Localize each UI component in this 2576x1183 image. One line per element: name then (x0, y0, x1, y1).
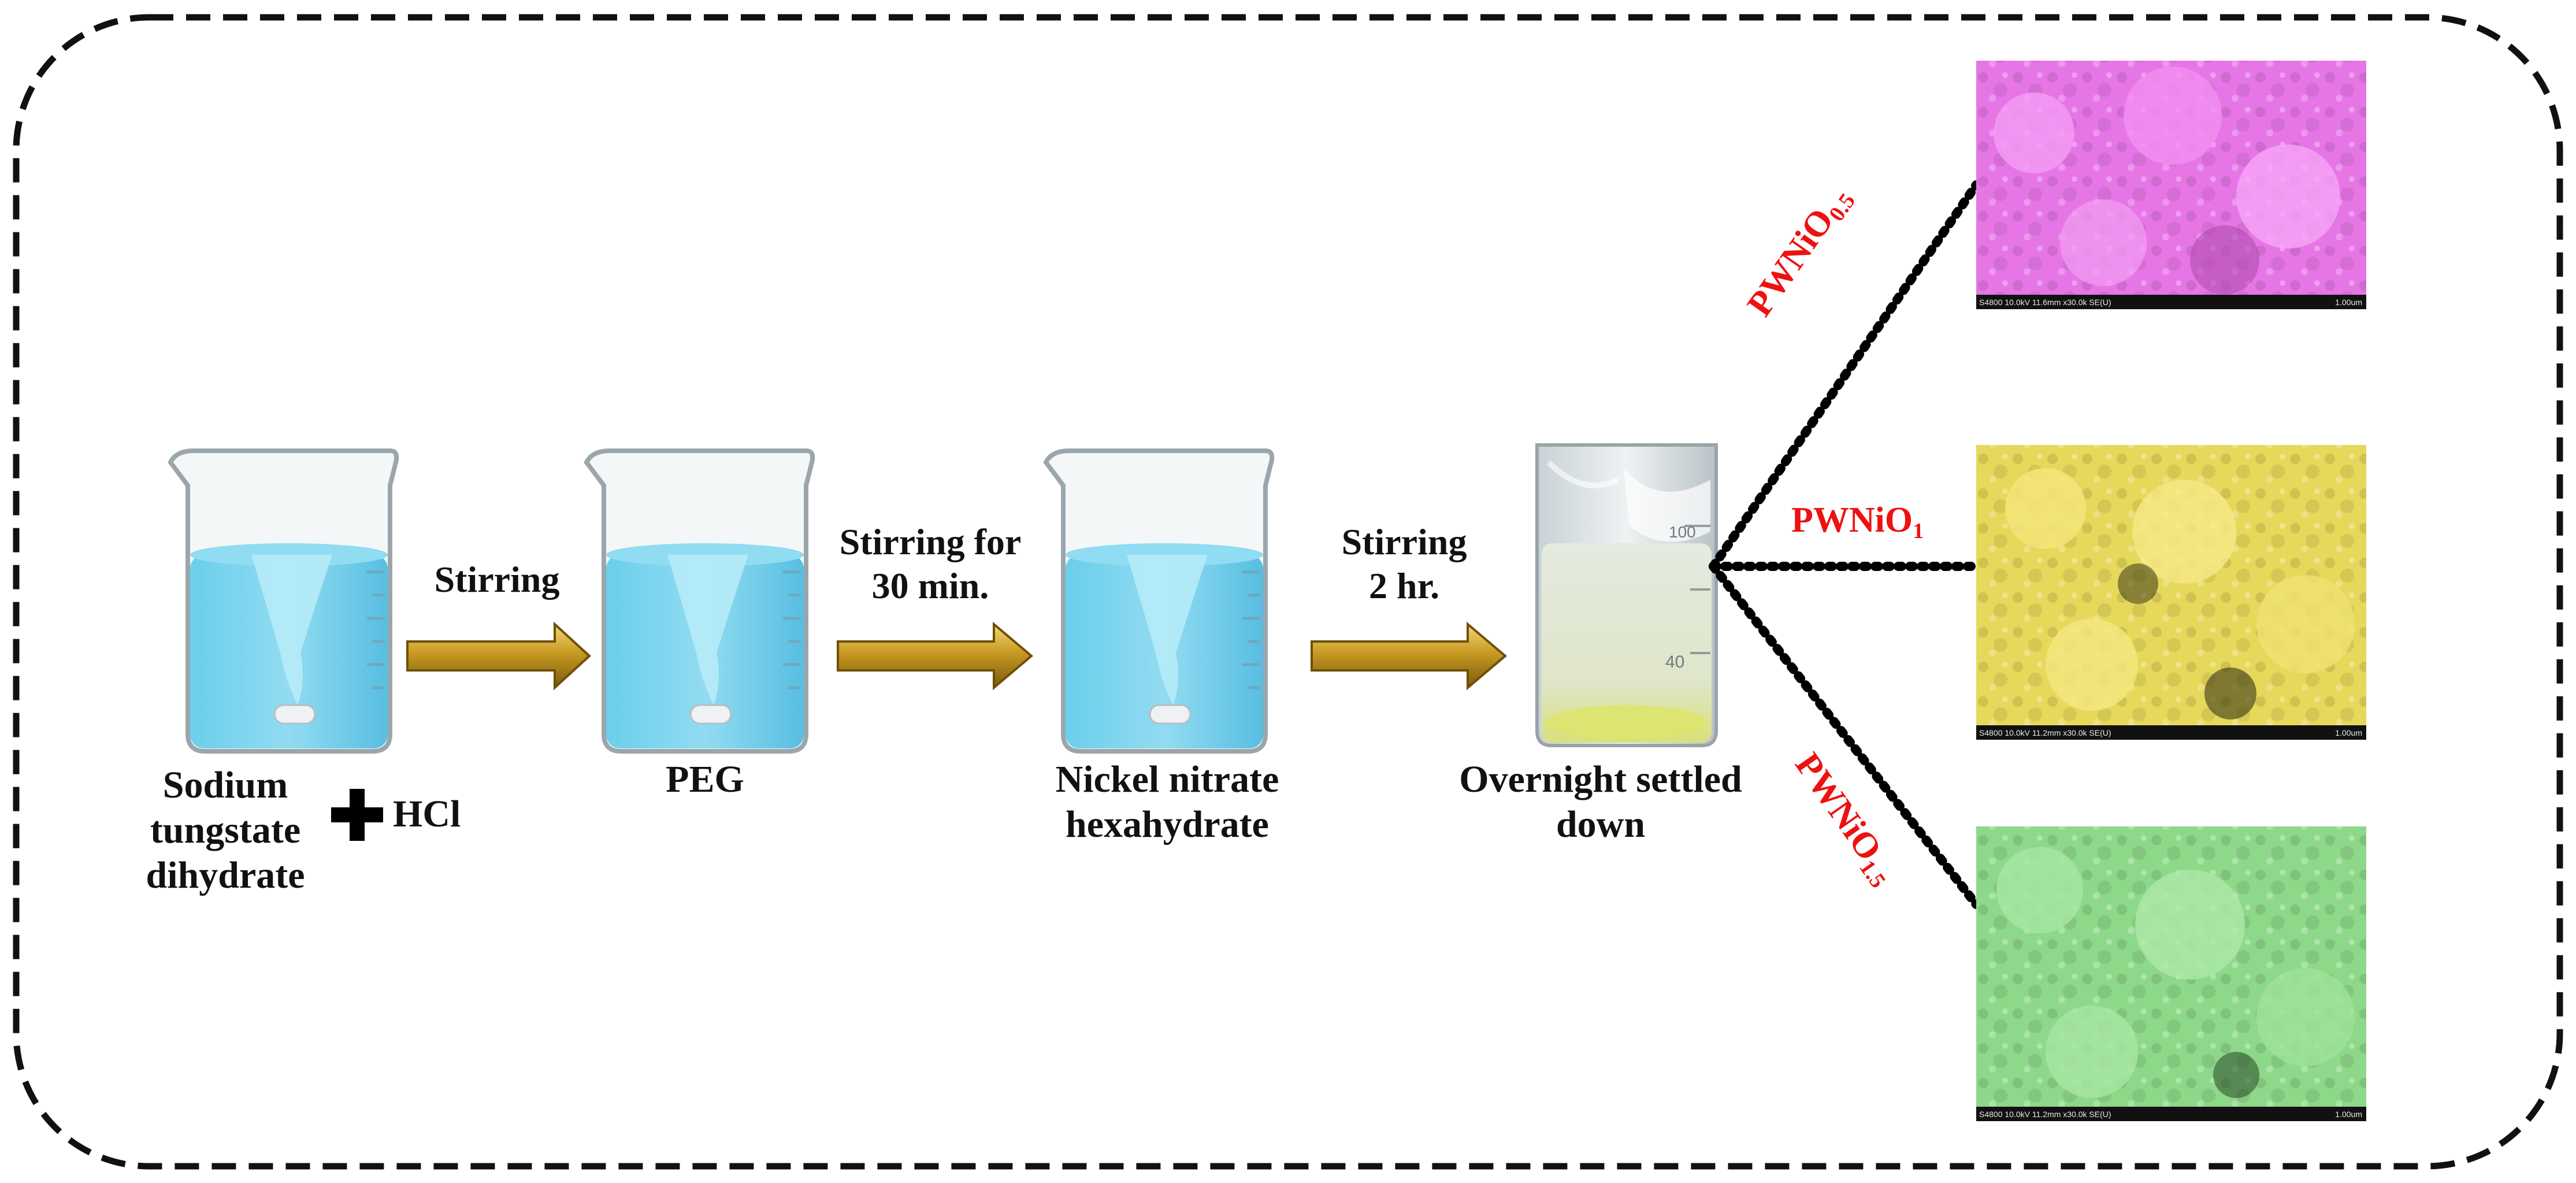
sem-image-3: S4800 10.0kV 11.2mm x30.0k SE(U) 1.00um (1976, 826, 2366, 1121)
sem-image-1: S4800 10.0kV 11.6mm x30.0k SE(U) 1.00um (1976, 61, 2366, 309)
dashed-border (13, 14, 2563, 1170)
sem-caption-2: S4800 10.0kV 11.2mm x30.0k SE(U) (1979, 728, 2111, 737)
settled-beaker-photo: 100 40 (1535, 443, 1718, 747)
graduation-40: 40 (1665, 652, 1684, 672)
hcl-label: HCl (393, 793, 461, 835)
step-label-1: Sodium tungstate dihydrate (146, 764, 305, 896)
sem-image-2: S4800 10.0kV 11.2mm x30.0k SE(U) 1.00um (1976, 445, 2366, 740)
connectors (1709, 180, 1981, 909)
product-label-2: PWNiO1 (1791, 500, 1924, 543)
step-label-3: Nickel nitrate hexahydrate (1055, 758, 1279, 845)
arrow-1 (406, 621, 591, 691)
sem-scale-3: 1.00um (2335, 1110, 2362, 1119)
beaker-1 (168, 448, 399, 754)
arrow-label-1: Stirring (434, 559, 560, 600)
beaker-3 (1043, 448, 1275, 754)
step-label-2: PEG (666, 758, 744, 800)
plus-icon (331, 789, 383, 841)
beaker-2 (584, 448, 815, 754)
step-label-4: Overnight settled down (1459, 758, 1742, 845)
sem-scale-2: 1.00um (2335, 728, 2362, 737)
sem-caption-3: S4800 10.0kV 11.2mm x30.0k SE(U) (1979, 1110, 2111, 1119)
graduation-100: 100 (1669, 523, 1696, 541)
connector-lower (1709, 562, 1981, 909)
sem-scale-1: 1.00um (2335, 298, 2362, 307)
arrow-label-2: Stirring for 30 min. (839, 521, 1022, 606)
sem-caption-1: S4800 10.0kV 11.6mm x30.0k SE(U) (1979, 298, 2111, 307)
arrow-3 (1311, 621, 1508, 691)
arrow-label-3: Stirring 2 hr. (1341, 521, 1467, 606)
arrow-2 (837, 621, 1034, 691)
connector-upper (1709, 180, 1981, 571)
